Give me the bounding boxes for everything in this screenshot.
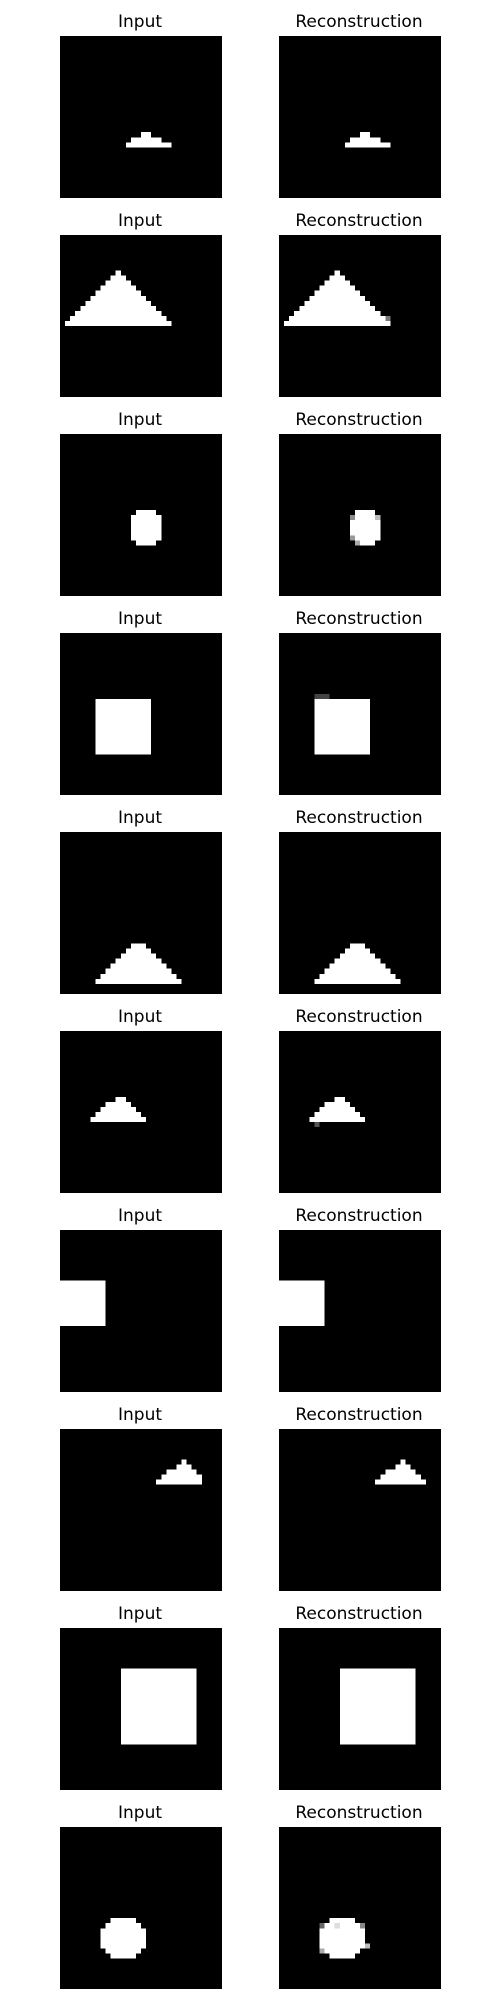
- input-image: [60, 1031, 222, 1193]
- input-image: [60, 633, 222, 795]
- sample-row: Input Reconstruction: [0, 597, 500, 797]
- input-title: Input: [117, 1604, 163, 1624]
- sample-row: Input Reconstruction: [0, 1592, 500, 1792]
- input-title: Input: [117, 1007, 163, 1027]
- reconstruction-title: Reconstruction: [295, 211, 423, 231]
- reconstruction-title: Reconstruction: [295, 1803, 423, 1823]
- input-title: Input: [117, 1206, 163, 1226]
- input-title: Input: [117, 12, 163, 32]
- reconstruction-title: Reconstruction: [295, 609, 423, 629]
- input-title: Input: [117, 410, 163, 430]
- reconstruction-title: Reconstruction: [295, 1007, 423, 1027]
- input-image: [60, 36, 222, 198]
- reconstruction-image: [279, 1827, 441, 1989]
- reconstruction-title: Reconstruction: [295, 808, 423, 828]
- reconstruction-title: Reconstruction: [295, 1206, 423, 1226]
- input-title: Input: [117, 1803, 163, 1823]
- reconstruction-title: Reconstruction: [295, 410, 423, 430]
- sample-row: Input Reconstruction: [0, 0, 500, 200]
- reconstruction-image: [279, 1230, 441, 1392]
- input-title: Input: [117, 609, 163, 629]
- reconstruction-image: [279, 36, 441, 198]
- reconstruction-image: [279, 235, 441, 397]
- reconstruction-title: Reconstruction: [295, 12, 423, 32]
- input-image: [60, 832, 222, 994]
- input-image: [60, 1230, 222, 1392]
- sample-row: Input Reconstruction: [0, 1194, 500, 1394]
- reconstruction-title: Reconstruction: [295, 1604, 423, 1624]
- input-image: [60, 434, 222, 596]
- sample-row: Input Reconstruction: [0, 199, 500, 399]
- reconstruction-image: [279, 1628, 441, 1790]
- input-title: Input: [117, 808, 163, 828]
- input-image: [60, 235, 222, 397]
- sample-row: Input Reconstruction: [0, 1393, 500, 1593]
- reconstruction-image: [279, 633, 441, 795]
- input-title: Input: [117, 1405, 163, 1425]
- sample-row: Input Reconstruction: [0, 398, 500, 598]
- reconstruction-title: Reconstruction: [295, 1405, 423, 1425]
- sample-row: Input Reconstruction: [0, 995, 500, 1195]
- input-image: [60, 1628, 222, 1790]
- sample-row: Input Reconstruction: [0, 796, 500, 996]
- reconstruction-image: [279, 1429, 441, 1591]
- reconstruction-image: [279, 832, 441, 994]
- reconstruction-image: [279, 434, 441, 596]
- reconstruction-image: [279, 1031, 441, 1193]
- input-title: Input: [117, 211, 163, 231]
- input-image: [60, 1429, 222, 1591]
- input-image: [60, 1827, 222, 1989]
- sample-row: Input Reconstruction: [0, 1791, 500, 1991]
